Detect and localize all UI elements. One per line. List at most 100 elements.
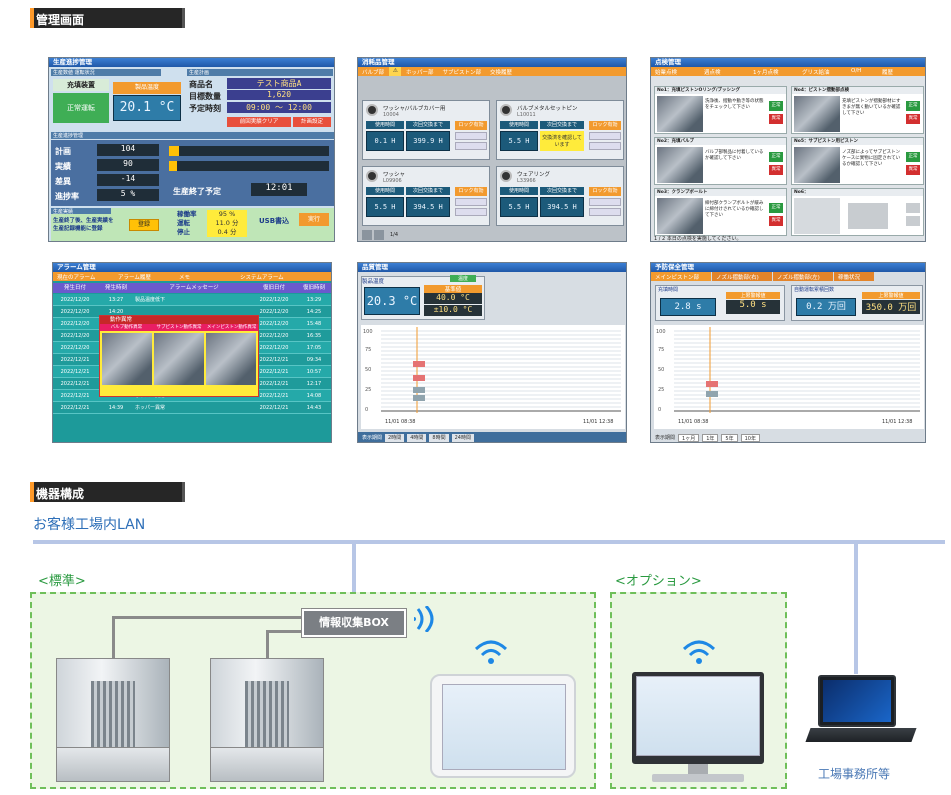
lan-line — [33, 540, 945, 544]
tab-weekly[interactable]: 週点検 — [700, 67, 748, 76]
exec-button[interactable]: 実行 — [299, 213, 329, 226]
part-icon — [500, 104, 512, 116]
period-button[interactable]: 4時間 — [407, 434, 427, 442]
tab-nozzle-left[interactable]: ノズル摺動部(左) — [773, 272, 833, 281]
warning-icon: ⚠ — [389, 67, 402, 76]
period-button[interactable]: 1ヶ月 — [678, 434, 700, 442]
clear-button[interactable]: 前回実績クリア — [227, 117, 291, 127]
period-button[interactable]: 8時間 — [429, 434, 449, 442]
action-button[interactable] — [455, 142, 487, 150]
progress-bar-plan — [169, 146, 329, 156]
tab-operation[interactable]: 稼働状況 — [834, 272, 874, 281]
bottom-text: 生産終了後、生産実績を生産記録機能に登録 — [53, 218, 114, 232]
tab-subpiston[interactable]: サブピストン部 — [438, 67, 486, 76]
rate-values: 95 % 11.0 分 0.4 分 — [207, 210, 247, 237]
status-badge: 正常運転 — [53, 93, 109, 123]
link-line — [112, 616, 115, 662]
period-button[interactable]: 2時間 — [385, 434, 405, 442]
svg-text:0: 0 — [658, 407, 661, 413]
tab-history[interactable]: 交換履歴 — [486, 67, 517, 76]
inspection-card: No5：サブピストン用ピストン ノズ部によってサブピストンケースに異物に固定され… — [791, 137, 924, 185]
production-title: 生産進捗管理 — [49, 58, 334, 67]
next-page-button[interactable] — [374, 230, 384, 240]
tab-memo[interactable]: メモ — [175, 272, 235, 281]
end-time: 12:01 — [251, 183, 307, 196]
tab-hopper[interactable]: ホッパー部 — [402, 67, 438, 76]
period-button[interactable]: 10年 — [740, 434, 760, 442]
action-button[interactable] — [589, 198, 621, 206]
period-button[interactable]: 24時間 — [451, 434, 474, 442]
ok-button[interactable]: 正常 — [769, 152, 783, 162]
row-labels: 計画実績差異進捗率 — [55, 147, 79, 201]
action-button[interactable] — [455, 208, 487, 216]
lock-button[interactable]: ロック有効 — [589, 187, 621, 196]
item-code: L33966 — [517, 178, 536, 184]
tab-oh[interactable]: O/H — [847, 67, 877, 76]
wifi-icon — [474, 640, 508, 664]
ng-button[interactable]: 異常 — [769, 216, 783, 226]
ng-button[interactable] — [906, 216, 920, 226]
period-button[interactable]: 1年 — [702, 434, 719, 442]
item-name: バルブメタルセットピン — [517, 106, 578, 112]
target-value: 1,620 — [227, 90, 331, 100]
tab-grease[interactable]: グリス給油 — [798, 67, 846, 76]
mgmt-label: 生産進捗管理 — [51, 132, 334, 139]
lock-button[interactable]: ロック有効 — [455, 121, 487, 130]
inspection-footer: 1 / 2 本日の点検を実施してください。 — [654, 236, 742, 242]
ng-button[interactable]: 異常 — [906, 114, 920, 124]
item-code: L10011 — [517, 112, 536, 118]
x-start-label: 11/01 08:38 — [678, 419, 708, 425]
alarm-popup: 動作異常 バルブ動作異常 サブピストン動作異常 メインピストン動作異常 — [99, 315, 259, 397]
lan-label: お客様工場内LAN — [33, 517, 146, 533]
filling-machine-1 — [56, 658, 170, 782]
action-button[interactable] — [455, 132, 487, 140]
quality-period-bar: 表示期間 2時間 4時間 8時間 24時間 — [358, 432, 626, 442]
ok-button[interactable]: 正常 — [906, 101, 920, 111]
maint-chart: 100 75 50 25 0 11/01 08:38 11/01 12:38 — [654, 325, 924, 429]
plan-button[interactable]: 計画設定 — [293, 117, 331, 127]
action-button[interactable] — [455, 198, 487, 206]
data-collection-box: 情報収集BOX — [302, 609, 406, 637]
ng-button[interactable]: 異常 — [906, 165, 920, 175]
tab-valve[interactable]: バルブ部 — [358, 67, 389, 76]
action-button[interactable] — [589, 142, 621, 150]
lock-button[interactable]: ロック有効 — [589, 121, 621, 130]
svg-text:50: 50 — [365, 367, 371, 373]
tolerance-value: ±10.0 °C — [424, 305, 482, 316]
x-end-label: 11/01 12:38 — [882, 419, 912, 425]
svg-text:75: 75 — [365, 347, 371, 353]
ok-button[interactable] — [906, 203, 920, 213]
period-button[interactable]: 5年 — [721, 434, 738, 442]
production-sub2: 生産計画 — [187, 69, 333, 76]
action-button[interactable] — [589, 132, 621, 140]
ok-button[interactable]: 正常 — [769, 101, 783, 111]
tab-monthly[interactable]: 1ヶ月点検 — [749, 67, 797, 76]
tab-daily[interactable]: 始業点検 — [651, 67, 699, 76]
row-values: 104 90 -14 5 % — [97, 144, 159, 201]
item-name: ワッシャ — [383, 172, 406, 178]
tab-alarm-history[interactable]: アラーム履歴 — [114, 272, 174, 281]
prev-page-button[interactable] — [362, 230, 372, 240]
ng-button[interactable]: 異常 — [769, 114, 783, 124]
svg-text:75: 75 — [658, 347, 664, 353]
action-button[interactable] — [589, 208, 621, 216]
svg-text:100: 100 — [656, 329, 666, 335]
svg-text:25: 25 — [658, 387, 664, 393]
part-icon — [366, 104, 378, 116]
ok-button[interactable]: 正常 — [906, 152, 920, 162]
quality-chart: 100 75 50 25 0 11/01 08:38 11/01 12:38 — [361, 325, 625, 429]
tab-history[interactable]: 履歴 — [878, 67, 908, 76]
tab-current-alarm[interactable]: 現在のアラーム — [53, 272, 113, 281]
lock-button[interactable]: ロック有効 — [455, 187, 487, 196]
ng-button[interactable]: 異常 — [769, 165, 783, 175]
tab-main-piston[interactable]: メインピストン部 — [651, 272, 711, 281]
tab-nozzle-right[interactable]: ノズル摺動部(右) — [712, 272, 772, 281]
tab-system-alarm[interactable]: システムアラーム — [236, 272, 296, 281]
monitor-stand — [688, 764, 708, 774]
link-line — [112, 616, 304, 619]
ok-button[interactable]: 正常 — [769, 203, 783, 213]
register-button[interactable]: 登録 — [129, 219, 159, 231]
office-label: 工場事務所等 — [818, 767, 891, 781]
